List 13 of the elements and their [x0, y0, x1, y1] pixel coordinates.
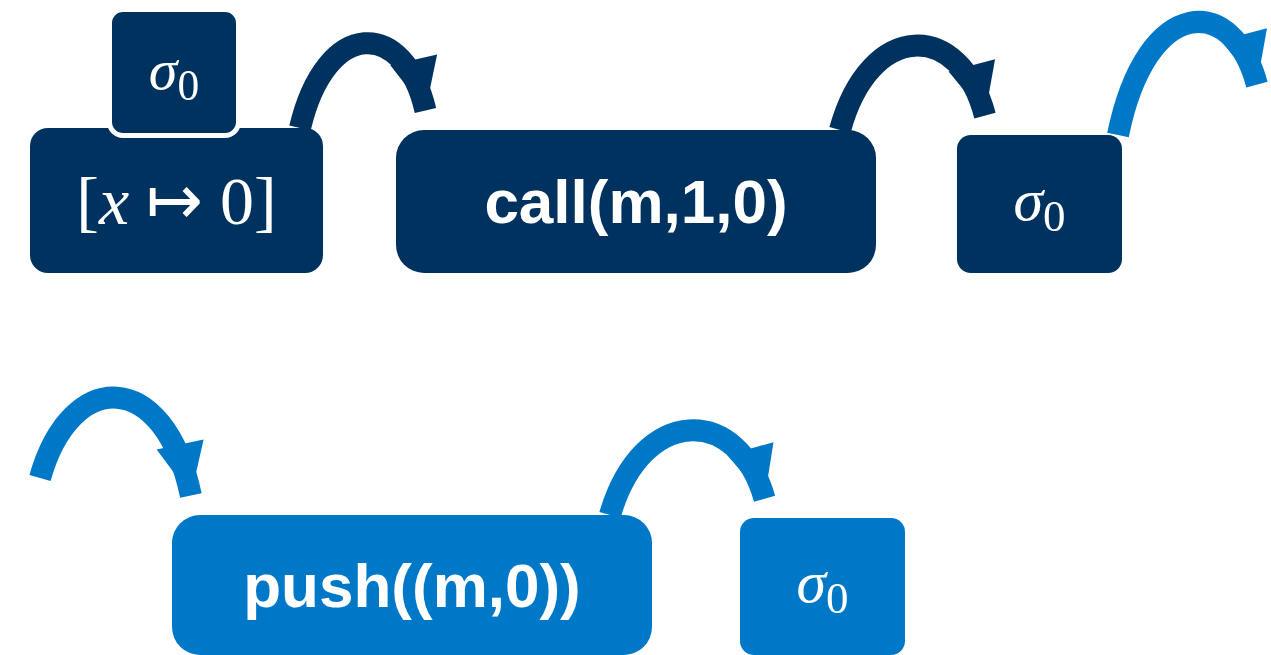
math-label: σ$_{0}$	[1013, 165, 1066, 243]
curved-arrow	[29, 386, 202, 499]
state-box	[30, 128, 323, 273]
state-box	[957, 135, 1122, 273]
instruction-label: push((m,0))	[243, 549, 581, 621]
math-label: [x ↦ 0]	[76, 161, 277, 241]
curved-arrow	[1107, 11, 1268, 138]
state-box	[740, 518, 905, 655]
math-label: σ$_{0}$	[148, 35, 200, 110]
instruction-label: call(m,1,0)	[484, 166, 788, 237]
state-box	[396, 130, 876, 273]
math-label: σ$_{0}$	[796, 548, 849, 625]
state-box	[172, 515, 652, 655]
